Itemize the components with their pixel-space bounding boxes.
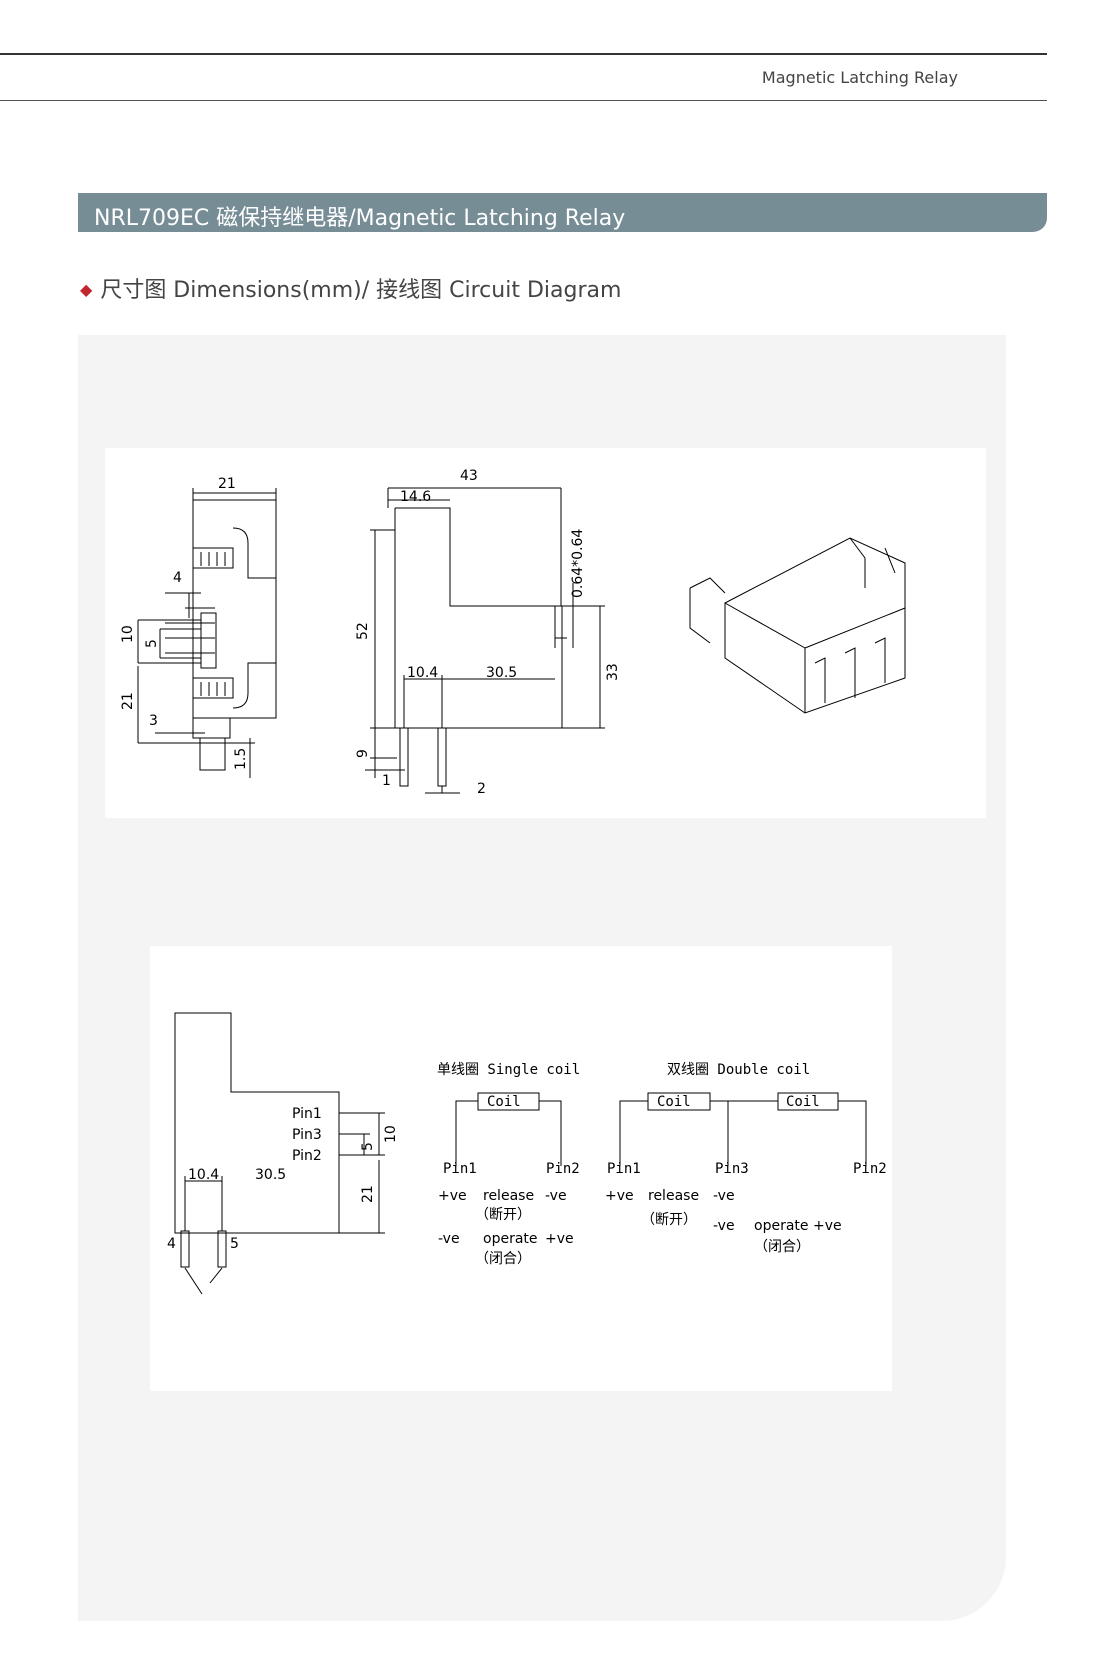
front-view	[365, 487, 605, 794]
single-pin1: Pin1	[443, 1161, 477, 1177]
dim-front-pin-size: 0.64*0.64	[570, 529, 586, 598]
double-r1c1: +ve	[605, 1188, 634, 1204]
double-pin1: Pin1	[607, 1161, 641, 1177]
single-coil-wiring	[455, 1092, 562, 1166]
circuit-svg: Pin1 Pin3 Pin2 10 5 21 10.4 30.5 4 5 单线圈…	[167, 1012, 887, 1295]
dim-front-pin1-offset: 10.4	[407, 665, 438, 681]
circuit-dim-10-4: 10.4	[188, 1167, 219, 1183]
single-coil-title: 单线圈 Single coil	[437, 1062, 580, 1078]
single-r1c1: +ve	[438, 1188, 467, 1204]
running-header: Magnetic Latching Relay	[761, 68, 958, 87]
single-r1c3: -ve	[545, 1188, 567, 1204]
single-r2c2: operate	[483, 1231, 538, 1247]
header-rule-top	[0, 53, 1047, 55]
isometric-view	[689, 537, 906, 714]
double-r2c3: +ve	[813, 1218, 842, 1234]
relay-outline	[174, 1012, 385, 1295]
dim-front-pin-width: 2	[477, 781, 486, 797]
circuit-dim-5: 5	[360, 1142, 376, 1151]
single-coil-box: Coil	[487, 1094, 521, 1110]
diamond-bullet-icon: ◆	[80, 280, 93, 299]
single-r2c3: +ve	[545, 1231, 574, 1247]
dimensions-drawing: 21 4 10 5 21 3 1.5 43 14.6 52 0.64*0.64 …	[105, 448, 986, 818]
circuit-dim-10: 10	[383, 1125, 399, 1143]
product-title: NRL709EC 磁保持继电器/Magnetic Latching Relay	[94, 206, 626, 231]
dim-side-pin-gap: 4	[173, 570, 182, 586]
dim-side-pin-length: 1.5	[233, 748, 249, 770]
dim-front-height: 52	[355, 622, 371, 640]
double-coil-title: 双线圈 Double coil	[667, 1062, 810, 1078]
double-pin3: Pin3	[715, 1161, 749, 1177]
circuit-dim-21: 21	[360, 1185, 376, 1203]
dimensions-svg: 21 4 10 5 21 3 1.5 43 14.6 52 0.64*0.64 …	[120, 468, 906, 797]
double-r2c2: operate	[754, 1218, 809, 1234]
double-r2c1: -ve	[713, 1218, 735, 1234]
double-r2sub: （闭合）	[754, 1239, 810, 1255]
double-r1c2: release	[648, 1188, 699, 1204]
double-r1c3: -ve	[713, 1188, 735, 1204]
pin2-label: Pin2	[292, 1148, 322, 1164]
pin3-label: Pin3	[292, 1127, 322, 1143]
terminal-4-label: 4	[167, 1236, 176, 1252]
double-coil-box-1: Coil	[657, 1094, 691, 1110]
dim-front-overall: 43	[460, 468, 478, 484]
double-pin2: Pin2	[853, 1161, 887, 1177]
pin1-label: Pin1	[292, 1106, 322, 1122]
dim-front-step: 14.6	[400, 489, 431, 505]
circuit-diagram: Pin1 Pin3 Pin2 10 5 21 10.4 30.5 4 5 单线圈…	[150, 946, 892, 1391]
single-r1sub: （断开）	[475, 1207, 531, 1223]
dim-side-width: 21	[218, 476, 236, 492]
circuit-dim-30-5: 30.5	[255, 1167, 286, 1183]
dim-side-height-top: 10	[120, 625, 136, 643]
single-r2sub: （闭合）	[475, 1251, 531, 1267]
section-heading: ◆ 尺寸图 Dimensions(mm)/ 接线图 Circuit Diagram	[80, 272, 621, 304]
double-coil-box-2: Coil	[786, 1094, 820, 1110]
dim-side-height-bottom: 21	[120, 692, 136, 710]
dim-side-pin-pitch: 5	[144, 639, 160, 648]
double-coil-wiring	[619, 1092, 867, 1166]
single-r1c2: release	[483, 1188, 534, 1204]
dim-side-offset: 3	[149, 713, 158, 729]
side-view	[137, 488, 277, 778]
double-r1sub: （断开）	[641, 1212, 697, 1228]
single-pin2: Pin2	[546, 1161, 580, 1177]
dim-front-pin-length: 9	[355, 749, 371, 758]
product-title-bar: NRL709EC 磁保持继电器/Magnetic Latching Relay	[78, 193, 1047, 232]
dim-front-lower-height: 33	[605, 663, 621, 681]
dim-front-pin-offset: 1	[382, 773, 391, 789]
single-r2c1: -ve	[438, 1231, 460, 1247]
dim-front-pin-span: 30.5	[486, 665, 517, 681]
header-rule-bottom	[0, 100, 1047, 101]
terminal-5-label: 5	[230, 1236, 239, 1252]
section-heading-text: 尺寸图 Dimensions(mm)/ 接线图 Circuit Diagram	[100, 278, 622, 303]
